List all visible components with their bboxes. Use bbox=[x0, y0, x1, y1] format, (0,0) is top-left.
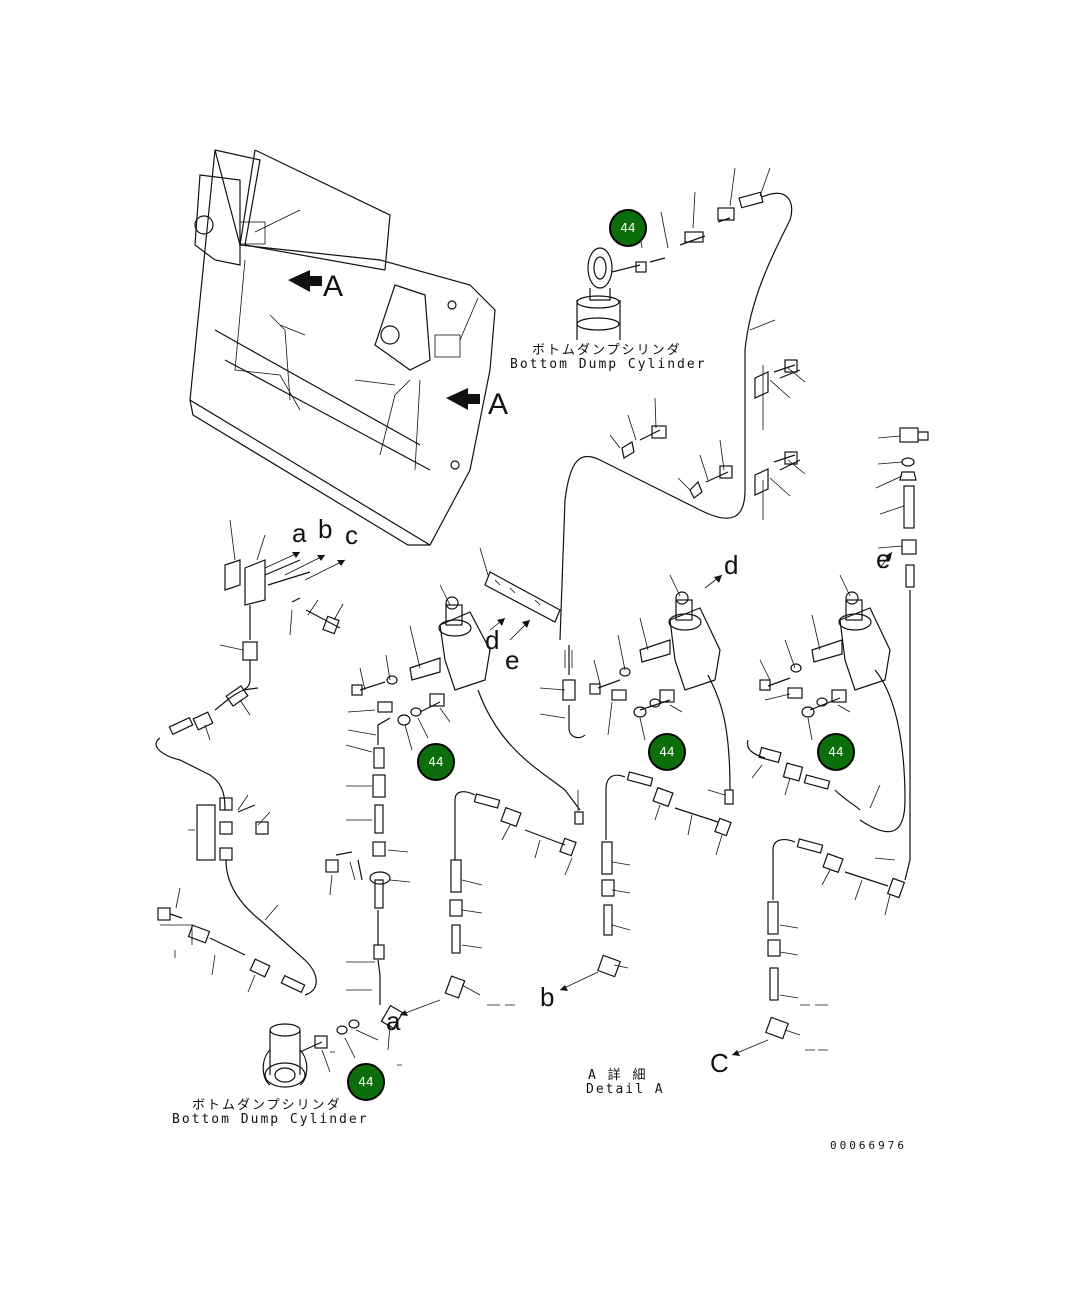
callout-badge-44[interactable]: 44 bbox=[609, 209, 647, 247]
port-label-b-top: b bbox=[318, 514, 333, 544]
caption-cylinder-bottom-en: Bottom Dump Cylinder bbox=[172, 1112, 369, 1127]
port-label-c-bottom: C bbox=[710, 1048, 729, 1078]
valve-block-right-mid bbox=[668, 574, 721, 691]
callout-badge-44[interactable]: 44 bbox=[417, 743, 455, 781]
port-label-c-top: c bbox=[345, 520, 358, 550]
caption-cylinder-bottom-jp: ボトムダンプシリンダ bbox=[192, 1098, 342, 1113]
caption-detail-jp: A 詳 細 bbox=[588, 1068, 648, 1083]
callout-badge-44[interactable]: 44 bbox=[347, 1063, 385, 1101]
view-arrow-icon bbox=[446, 388, 480, 410]
drawing-number: 00066976 bbox=[830, 1139, 907, 1152]
valve-block-right bbox=[838, 574, 891, 691]
caption-detail-en: Detail A bbox=[586, 1082, 665, 1097]
port-label-a-bottom: a bbox=[386, 1006, 401, 1036]
caption-cylinder-top-jp: ボトムダンプシリンダ bbox=[532, 343, 682, 358]
callout-badge-44[interactable]: 44 bbox=[817, 733, 855, 771]
port-label-b-bottom: b bbox=[540, 982, 555, 1012]
port-label-e-right: e bbox=[876, 544, 891, 574]
port-label-a-top: a bbox=[292, 518, 307, 548]
port-label-d-mid: d bbox=[485, 625, 500, 655]
callout-badge-44[interactable]: 44 bbox=[648, 733, 686, 771]
view-arrow-icon bbox=[288, 270, 322, 292]
port-label-e-mid: e bbox=[505, 645, 520, 675]
caption-cylinder-top-en: Bottom Dump Cylinder bbox=[510, 357, 707, 372]
port-label-d-right: d bbox=[724, 550, 739, 580]
bucket-body bbox=[189, 149, 496, 546]
view-label-a-second: A bbox=[488, 388, 509, 421]
cylinder-eye-bottom bbox=[262, 1023, 308, 1088]
cylinder-eye-top bbox=[576, 247, 621, 340]
valve-block-mid bbox=[438, 547, 561, 691]
view-label-a: A bbox=[323, 270, 344, 303]
